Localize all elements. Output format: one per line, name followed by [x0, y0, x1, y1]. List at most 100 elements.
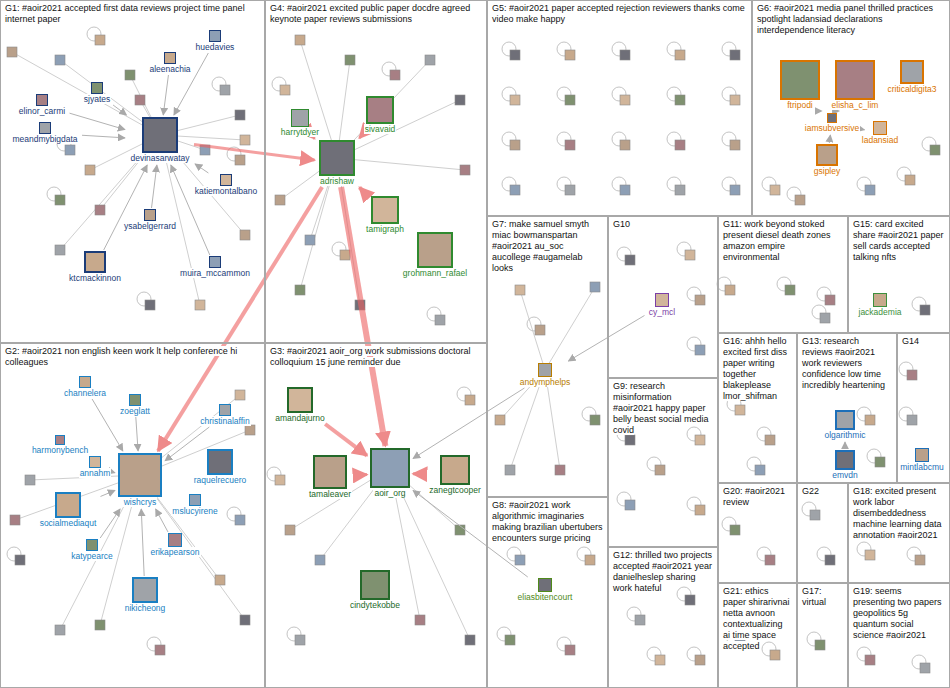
user-node: gsipley: [811, 144, 844, 176]
avatar-image: [220, 85, 230, 95]
group-panel: G5: #aoir2021 paper accepted rejection r…: [487, 0, 752, 216]
user-node: aoir_org: [369, 448, 411, 498]
user-label-line: sjyates: [81, 94, 114, 104]
avatar-image: [10, 515, 20, 525]
avatar-image: [145, 300, 155, 310]
faint-link: [520, 290, 545, 370]
user-node: christinalaffin: [197, 404, 253, 426]
user-label: socialmediaqut: [39, 518, 98, 528]
user-node: socialmediaqut: [37, 492, 100, 528]
avatar-image: [515, 555, 525, 565]
avatar-image: [215, 575, 225, 585]
user-node: ktcmackinnon: [66, 251, 124, 283]
avatar-image: [79, 376, 91, 388]
user-label: iamsubversive: [804, 123, 860, 133]
faint-link: [545, 287, 595, 370]
user-label: jackademia: [858, 307, 903, 317]
user-node: tamaleaver: [306, 455, 355, 499]
group-heading-line: G17: virtual: [798, 584, 847, 610]
avatar-image: [565, 185, 575, 195]
group-panel: G15: card excited share #aoir2021 paper …: [848, 216, 950, 333]
group-heading-line: G11: work beyond stoked present diesel d…: [719, 217, 847, 265]
user-label-line: iamsubversive: [802, 123, 863, 133]
user-label-line: annahm: [77, 468, 114, 478]
user-label: elinor_carmi: [18, 106, 66, 116]
user-node: eliasbitencourt: [515, 578, 576, 602]
group-heading-line: G16: ahhh hello excited first diss paper…: [719, 334, 796, 404]
user-label-line: erikapearson: [147, 547, 203, 557]
user-label-line: devinasarwatay: [127, 153, 193, 163]
avatar-image: [209, 256, 221, 268]
user-label-line: nikicheong: [122, 603, 169, 613]
user-label-line: jackademia: [856, 307, 905, 317]
avatar-image: [535, 325, 545, 335]
group-panel: G16: ahhh hello excited first diss paper…: [718, 333, 797, 483]
user-label: annahm: [79, 468, 112, 478]
avatar-image: [95, 205, 105, 215]
avatar-image: [89, 456, 101, 468]
user-label-line: aleenachia: [146, 64, 194, 74]
user-label: ladansiad: [861, 135, 899, 145]
avatar-image: [55, 245, 65, 255]
avatar-image: [287, 387, 313, 413]
avatar-image: [207, 449, 233, 475]
user-label-line: elisha_c_lim: [829, 100, 882, 110]
connector: [152, 165, 157, 208]
avatar-image: [865, 415, 875, 425]
user-node: iamsubversive: [802, 113, 863, 133]
avatar-image: [730, 140, 740, 150]
user-label: eliasbitencourt: [517, 592, 574, 602]
group-heading-line: G4: #aoir2021 excited public paper docdr…: [266, 1, 486, 27]
avatar-image: [780, 60, 820, 100]
avatar-image: [555, 465, 565, 475]
group-heading: G4: #aoir2021 excited public paper docdr…: [270, 3, 470, 24]
avatar-image: [620, 95, 630, 105]
avatar-image: [835, 410, 855, 430]
faint-link: [337, 158, 465, 170]
avatar-image: [730, 525, 740, 535]
group-panel: G1: #aoir2021 accepted first data review…: [0, 0, 265, 343]
avatar-image: [685, 595, 695, 605]
avatar-image: [55, 55, 65, 65]
avatar-image: [319, 140, 355, 176]
avatar-image: [417, 232, 453, 268]
avatar-image: [565, 50, 575, 60]
user-label: gsipley: [813, 166, 841, 176]
group-heading: G6: #aoir2021 media panel thrilled pract…: [757, 3, 933, 35]
user-label-line: grohmann_rafael: [400, 268, 471, 278]
avatar-image: [815, 640, 825, 650]
user-label-line: ftripodi: [779, 100, 821, 110]
user-node: annahm: [77, 456, 114, 478]
user-label-line: sivavaid: [362, 124, 399, 134]
user-label: erikapearson: [149, 547, 200, 557]
avatar-image: [827, 113, 837, 123]
avatar-image: [280, 85, 290, 95]
avatar-image: [510, 140, 520, 150]
avatar-image: [585, 555, 595, 565]
connector: [356, 473, 368, 477]
user-label-line: zoeglatt: [117, 406, 153, 416]
avatar-image: [495, 415, 505, 425]
user-label-line: ysabelgerrard: [121, 221, 179, 231]
user-label-line: eliasbitencourt: [515, 592, 576, 602]
group-heading: G13: research reviews #aoir2021 work rev…: [802, 336, 885, 390]
avatar-image: [765, 435, 775, 445]
faint-link: [12, 52, 160, 135]
user-node: andymphelps: [517, 363, 574, 387]
avatar-image: [785, 285, 795, 295]
avatar-image: [366, 96, 394, 124]
user-label-line: cy_mcl: [646, 307, 679, 317]
avatar-image: [695, 655, 705, 665]
user-node: devinasarwatay: [127, 117, 193, 163]
group-panel: G6: #aoir2021 media panel thrilled pract…: [752, 0, 950, 216]
group-heading-line: G5: #aoir2021 paper accepted rejection r…: [488, 1, 751, 27]
user-label: channelera: [63, 388, 107, 398]
avatar-image: [510, 185, 520, 195]
user-label: mslucyirene: [171, 506, 218, 516]
group-heading: G16: ahhh hello excited first diss paper…: [723, 336, 787, 401]
avatar-image: [220, 174, 232, 186]
avatar-image: [240, 615, 250, 625]
user-label-line: gsipley: [811, 166, 844, 176]
user-node: zanegtcooper: [426, 455, 484, 495]
